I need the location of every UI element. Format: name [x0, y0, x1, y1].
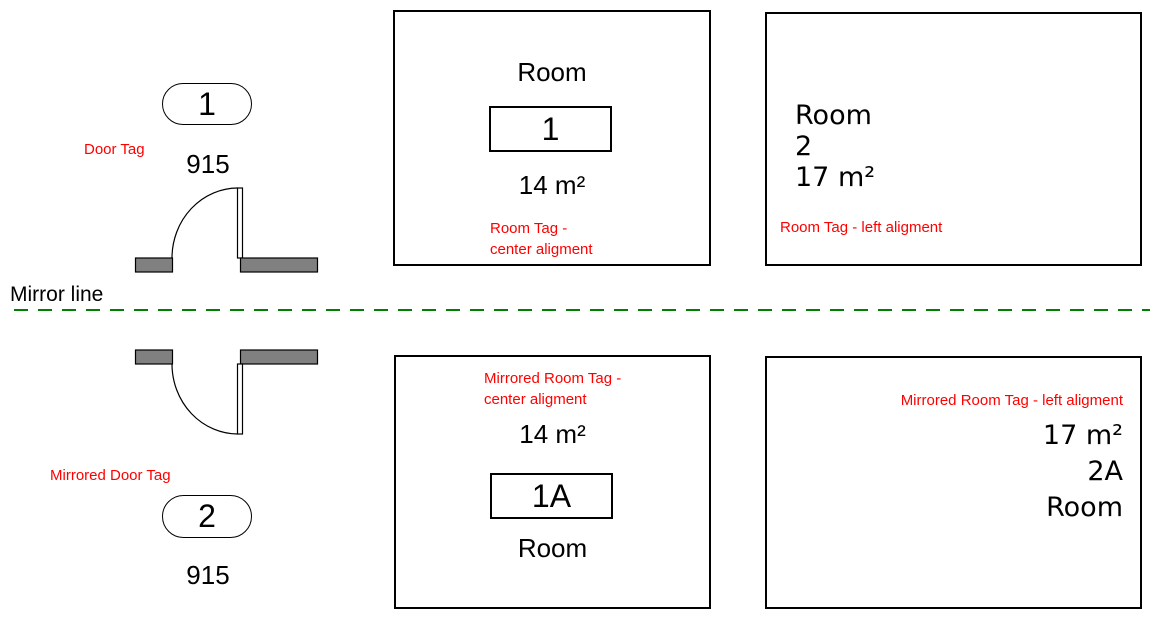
room-number: 2A: [1087, 456, 1123, 487]
room-number-box: 1: [489, 106, 612, 152]
wall-segment-right: [239, 257, 319, 273]
room-area: 14 m²: [518, 170, 586, 200]
door-swing-arc: [171, 187, 239, 259]
mirror-line-dashed: [14, 309, 1150, 311]
room-tag-text: Room 2 17 m²: [795, 100, 875, 193]
door-panel: [236, 363, 244, 435]
room-name: Room: [795, 100, 872, 131]
door-tag-stadium: 1: [162, 83, 252, 125]
mirrored-room-tag-annotation: Mirrored Room Tag - center aligment: [484, 370, 622, 408]
mirror-line-label: Mirror line: [10, 283, 104, 306]
door-swing-arc: [171, 363, 239, 435]
door-panel: [236, 187, 244, 259]
room-number: 1A: [531, 477, 572, 514]
mirrored-door-tag-stadium: 2: [162, 495, 252, 538]
room-outline-center-tag: Room 1 14 m² Room Tag - center aligment: [393, 10, 711, 266]
door-tag-label: Door Tag: [84, 141, 145, 158]
mirrored-door-tag-label: Mirrored Door Tag: [50, 467, 171, 484]
room-name: Room: [517, 533, 588, 563]
door-symbol: [134, 187, 319, 273]
mirrored-room-outline-center-tag: Mirrored Room Tag - center aligment 14 m…: [394, 355, 711, 609]
room-name: Room: [517, 57, 587, 87]
room-area: 17 m²: [795, 162, 876, 193]
mirrored-door-width-value: 915: [186, 560, 230, 590]
wall-segment-left: [134, 349, 174, 365]
room-area: 17 m²: [1042, 420, 1123, 451]
room-number: 2: [795, 131, 813, 162]
wall-segment-left: [134, 257, 174, 273]
mirrored-door-symbol: [134, 349, 319, 435]
room-number: 1: [541, 110, 560, 147]
wall-segment-right: [239, 349, 319, 365]
room-number-box: 1A: [490, 473, 613, 519]
door-width-value: 915: [186, 149, 230, 179]
room-area: 14 m²: [519, 419, 586, 449]
mirrored-room-tag-annotation: Mirrored Room Tag - left aligment: [900, 392, 1123, 409]
room-outline-left-tag: Room 2 17 m² Room Tag - left aligment: [765, 12, 1142, 266]
room-tag-annotation: Room Tag - center aligment: [490, 220, 593, 258]
mirrored-room-outline-left-tag: Mirrored Room Tag - left aligment 17 m² …: [765, 356, 1142, 609]
mirrored-door-tag-number: 2: [198, 498, 216, 534]
room-name: Room: [1046, 492, 1123, 523]
room-tag-text: 17 m² 2A Room: [1043, 418, 1123, 526]
room-tag-annotation: Room Tag - left aligment: [780, 219, 943, 236]
door-tag-number: 1: [198, 85, 216, 122]
